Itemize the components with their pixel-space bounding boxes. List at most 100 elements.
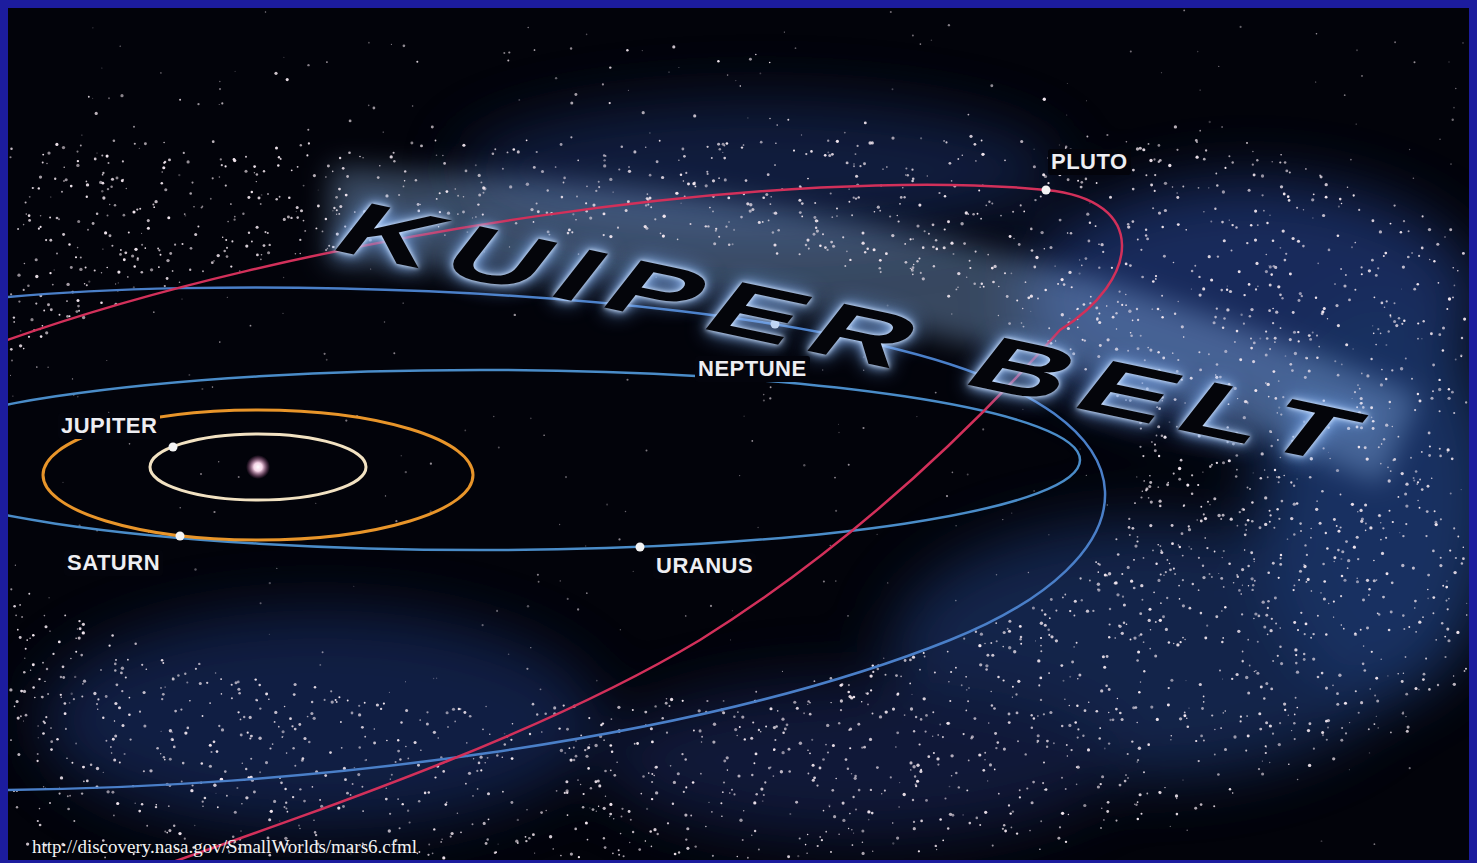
belt-object [1357,384,1359,386]
belt-object [1373,332,1375,334]
belt-object [570,853,573,856]
belt-object [1356,580,1359,583]
belt-object [428,791,431,794]
belt-object [598,784,601,787]
belt-object [826,249,828,251]
belt-object [123,214,126,217]
belt-object [749,210,752,213]
belt-object [1154,449,1157,452]
belt-object [1115,820,1117,822]
belt-object [1157,308,1160,311]
belt-object [390,155,393,158]
belt-object [963,242,966,245]
belt-object [66,315,69,318]
belt-object [918,204,921,207]
belt-object [1323,307,1326,310]
belt-object [1048,634,1050,636]
belt-object [569,747,571,749]
belt-object [913,827,916,830]
belt-object [1354,289,1356,291]
belt-object [386,787,388,789]
belt-object [1076,704,1078,706]
belt-object [1345,343,1348,346]
belt-object [933,752,935,754]
belt-object [1256,159,1258,161]
belt-object [226,247,228,249]
belt-object [651,781,653,783]
belt-object [1400,367,1403,370]
belt-object [47,693,49,695]
belt-object [1445,600,1447,602]
belt-object [1457,270,1459,272]
belt-object [141,803,144,806]
belt-object [1221,221,1224,224]
belt-object [911,169,913,171]
belt-object [23,348,25,350]
belt-object [417,764,420,767]
belt-object [1187,726,1190,729]
belt-object [896,693,899,696]
belt-object [1202,471,1203,472]
belt-object [1166,483,1169,486]
belt-object [1107,801,1110,804]
belt-object [626,49,628,51]
belt-object [1388,330,1390,332]
belt-object [202,805,203,806]
belt-object [80,654,83,657]
belt-object [47,303,50,306]
belt-object [1213,497,1216,500]
belt-object [609,803,612,806]
belt-object [1340,494,1342,496]
belt-object [50,308,53,311]
belt-object [1335,304,1338,307]
belt-object [1368,269,1371,272]
belt-object [1432,364,1435,367]
belt-object [851,829,853,831]
belt-object [706,700,708,702]
belt-object [1002,646,1004,648]
belt-object [885,252,888,255]
belt-object [970,737,972,739]
belt-object [555,166,557,168]
belt-object [199,682,202,685]
belt-object [907,174,909,176]
belt-object [100,302,103,305]
belt-object [1290,517,1293,520]
belt-object [1238,589,1241,592]
belt-object [984,643,985,644]
belt-object [1074,721,1077,724]
belt-object [274,711,277,714]
belt-object [998,286,999,287]
belt-object [198,663,200,665]
belt-object [1026,787,1028,789]
belt-object [84,283,86,285]
belt-object [1121,573,1123,575]
belt-object [1146,488,1149,491]
belt-object [1066,744,1068,746]
belt-object [39,824,42,827]
belt-object [1182,555,1184,557]
belt-object [1401,564,1404,567]
belt-object [1086,213,1089,216]
belt-object [163,756,165,758]
belt-object [681,753,683,755]
belt-object [855,197,857,199]
belt-object [760,141,763,144]
belt-object [1132,527,1135,530]
belt-object [1112,718,1115,721]
belt-object [1407,256,1410,259]
belt-object [202,715,204,717]
belt-object [217,254,220,257]
belt-object [32,634,35,637]
belt-object [1431,477,1433,479]
belt-object [319,799,321,801]
belt-object [1125,304,1127,306]
belt-object [1237,525,1239,527]
belt-object [1108,636,1110,638]
belt-object [1184,711,1186,713]
belt-object [1038,684,1040,686]
belt-object [991,202,993,204]
belt-object [1385,537,1387,539]
belt-object [127,276,129,278]
belt-object [1129,264,1132,267]
